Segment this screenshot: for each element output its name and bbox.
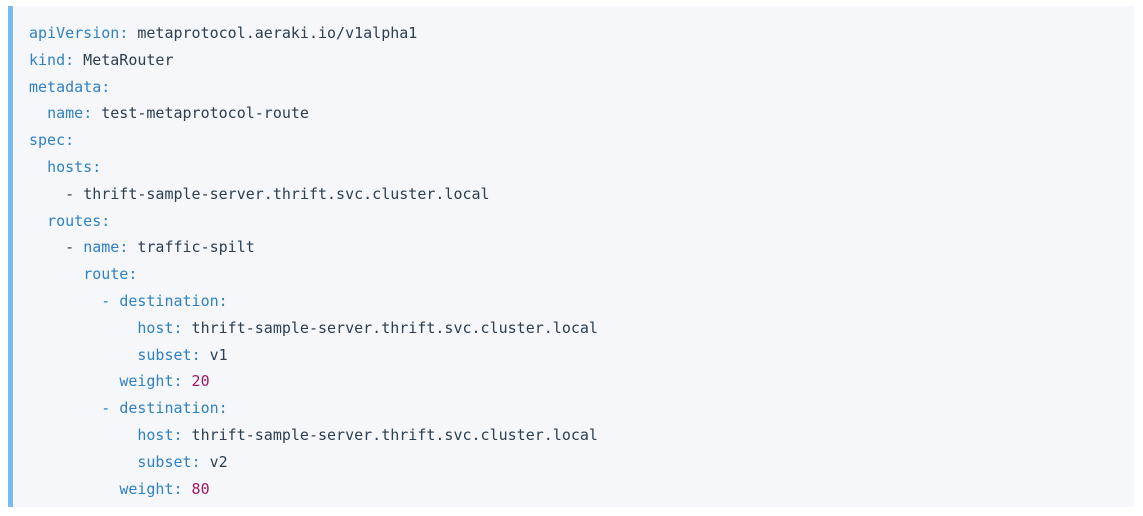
yaml-value: thrift-sample-server.thrift.svc.cluster.… <box>182 425 598 444</box>
code-line: - destination: <box>29 288 1134 315</box>
indent <box>29 212 47 230</box>
yaml-colon: : <box>218 399 228 418</box>
yaml-key: host <box>137 425 174 444</box>
yaml-colon: : <box>191 452 201 471</box>
yaml-colon: : <box>101 211 111 230</box>
code-line: - name: traffic-spilt <box>29 234 1134 261</box>
code-line: subset: v1 <box>29 342 1134 369</box>
code-line: routes: <box>29 208 1134 235</box>
code-line: name: test-metaprotocol-route <box>29 100 1134 127</box>
code-line: subset: v2 <box>29 449 1134 476</box>
code-line: weight: 80 <box>29 476 1134 503</box>
code-line: host: thrift-sample-server.thrift.svc.cl… <box>29 315 1134 342</box>
yaml-colon: : <box>128 265 138 284</box>
indent <box>29 480 119 498</box>
code-scroll-area[interactable]: apiVersion: metaprotocol.aeraki.io/v1alp… <box>13 6 1134 507</box>
indent <box>29 292 101 310</box>
yaml-colon: : <box>65 50 75 69</box>
yaml-value: MetaRouter <box>74 50 174 69</box>
yaml-source-text[interactable]: apiVersion: metaprotocol.aeraki.io/v1alp… <box>13 6 1134 507</box>
indent <box>29 346 137 364</box>
code-line: - thrift-sample-server.thrift.svc.cluste… <box>29 181 1134 208</box>
yaml-colon: : <box>173 318 183 337</box>
yaml-colon: : <box>218 291 228 310</box>
yaml-colon: : <box>173 425 183 444</box>
yaml-key: kind <box>29 50 66 69</box>
indent <box>29 104 47 122</box>
yaml-key: subset <box>137 452 192 471</box>
indent <box>29 426 137 444</box>
yaml-value: v2 <box>200 452 228 471</box>
yaml-key: name <box>83 238 120 257</box>
yaml-key: name <box>47 104 84 123</box>
yaml-value: thrift-sample-server.thrift.svc.cluster.… <box>83 184 490 203</box>
yaml-key: weight <box>119 372 174 391</box>
yaml-key: destination <box>119 399 219 418</box>
yaml-value: metaprotocol.aeraki.io/v1alpha1 <box>128 24 418 42</box>
yaml-colon: : <box>83 104 93 123</box>
yaml-colon: : <box>173 372 183 391</box>
yaml-colon: : <box>92 157 102 176</box>
yaml-value: traffic-spilt <box>128 238 255 257</box>
code-line: - destination: <box>29 395 1134 422</box>
indent <box>29 158 47 176</box>
yaml-key: host <box>137 318 174 337</box>
code-line: host: thrift-sample-server.thrift.svc.cl… <box>29 422 1134 449</box>
code-line: spec: <box>29 127 1134 154</box>
indent <box>29 319 137 337</box>
yaml-colon: : <box>173 479 183 498</box>
sequence-dash: - <box>101 291 120 310</box>
yaml-colon: : <box>191 345 201 364</box>
indent <box>29 399 101 417</box>
sequence-dash: - <box>65 184 84 203</box>
indent <box>29 238 65 256</box>
yaml-key: hosts <box>47 157 93 176</box>
yaml-colon: : <box>101 77 111 96</box>
yaml-key: spec <box>29 131 66 150</box>
yaml-value: v1 <box>200 345 228 364</box>
code-line: kind: MetaRouter <box>29 47 1134 74</box>
code-line: metadata: <box>29 74 1134 101</box>
yaml-key: weight <box>119 479 174 498</box>
yaml-key: subset <box>137 345 192 364</box>
indent <box>29 453 137 471</box>
yaml-code-block: apiVersion: metaprotocol.aeraki.io/v1alp… <box>8 6 1134 507</box>
yaml-key: destination <box>119 291 219 310</box>
yaml-key: apiVersion <box>29 24 120 42</box>
code-line: route: <box>29 261 1134 288</box>
yaml-colon: : <box>119 238 129 257</box>
yaml-colon: : <box>65 131 75 150</box>
code-line: hosts: <box>29 154 1134 181</box>
yaml-key: route <box>83 265 129 284</box>
sequence-dash: - <box>65 238 84 257</box>
yaml-value: thrift-sample-server.thrift.svc.cluster.… <box>182 318 598 337</box>
yaml-value: test-metaprotocol-route <box>92 104 309 123</box>
yaml-key: metadata <box>29 77 102 96</box>
yaml-number-value: 80 <box>182 479 210 498</box>
indent <box>29 372 119 390</box>
code-line: apiVersion: metaprotocol.aeraki.io/v1alp… <box>29 20 1134 47</box>
yaml-colon: : <box>119 24 129 42</box>
yaml-key: routes <box>47 211 102 230</box>
indent <box>29 265 83 283</box>
sequence-dash: - <box>101 399 120 418</box>
code-line: weight: 20 <box>29 368 1134 395</box>
yaml-number-value: 20 <box>182 372 210 391</box>
indent <box>29 185 65 203</box>
